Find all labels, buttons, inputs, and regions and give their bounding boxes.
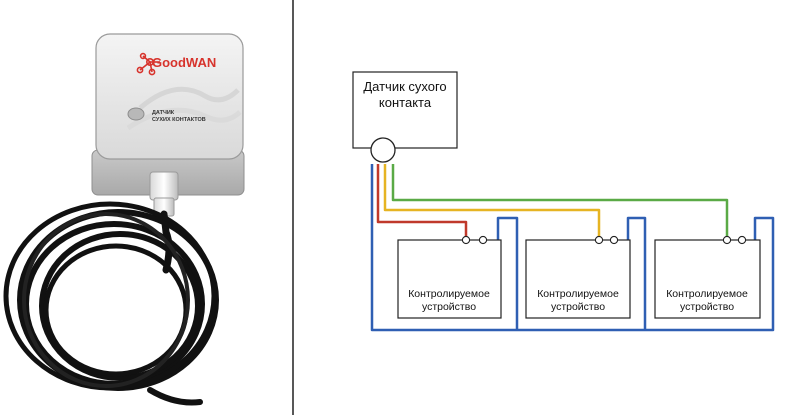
wiring-diagram: Датчик сухого контакта Контролируемое ус… [352, 71, 775, 332]
sensor-title-line2: контакта [379, 95, 432, 110]
device-label-line2: устройство [551, 301, 605, 313]
device-label-line2: устройство [422, 301, 476, 313]
brand-logo: GoodWAN [136, 52, 216, 76]
device-photo: GoodWAN ДАТЧИК СУХИХ КОНТАКТОВ [3, 33, 245, 406]
device-label-line1: Контролируемое [408, 288, 490, 300]
device-label-line2: устройство [680, 301, 734, 313]
device-box-2: Контролируемое устройство [525, 235, 631, 319]
cable-gland [149, 171, 179, 217]
device-label-line1: Контролируемое [537, 288, 619, 300]
terminal [594, 235, 604, 245]
wire-device-1 [376, 164, 468, 240]
device-label-line2: СУХИХ КОНТАКТОВ [152, 117, 206, 123]
device-box-1: Контролируемое устройство [397, 235, 502, 319]
device-box-3: Контролируемое устройство [654, 235, 761, 319]
terminal [478, 235, 488, 245]
wire-device-3 [391, 164, 729, 240]
device-housing [91, 33, 245, 196]
brand-name: GoodWAN [152, 55, 216, 70]
terminal [722, 235, 732, 245]
sensor-block: Датчик сухого контакта [352, 71, 458, 163]
device-label-line1: ДАТЧИК [152, 110, 175, 116]
status-led [127, 107, 145, 121]
terminal [737, 235, 747, 245]
sensor-connector [370, 137, 396, 163]
wires [370, 164, 775, 332]
sensor-title-line1: Датчик сухого [363, 79, 446, 94]
wire-common [370, 164, 775, 332]
brand-logo-icon [136, 52, 160, 76]
terminal [461, 235, 471, 245]
wire-device-2 [383, 164, 601, 240]
coiled-cable [3, 201, 219, 406]
device-label-line1: Контролируемое [666, 288, 748, 300]
terminal [609, 235, 619, 245]
